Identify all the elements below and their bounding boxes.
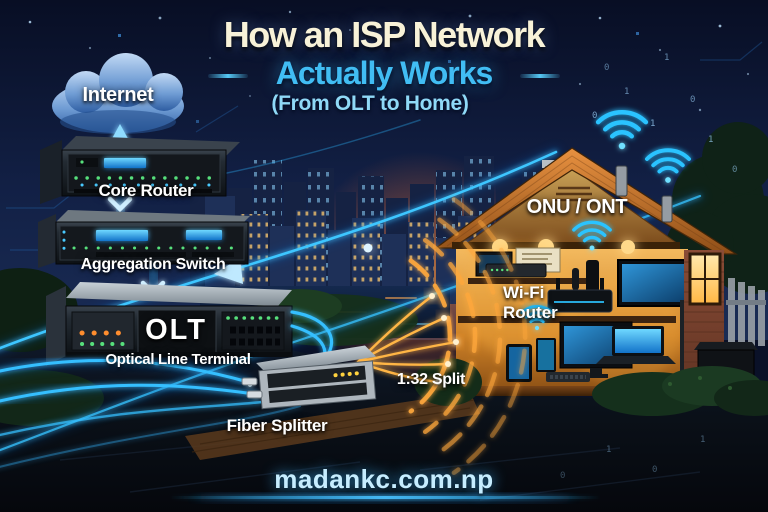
- website-footer: madankc.com.np: [274, 464, 494, 494]
- svg-text:0: 0: [652, 465, 657, 475]
- fiber-cables: [0, 310, 334, 468]
- fence: [726, 278, 766, 346]
- house: [414, 147, 768, 416]
- wifi-router-label: Wi-Fi Router: [503, 283, 558, 324]
- aggregation-switch-label: Aggregation Switch: [80, 256, 226, 273]
- svg-text:1: 1: [624, 87, 629, 97]
- core-router-device: [40, 136, 240, 204]
- svg-text:1: 1: [664, 53, 669, 63]
- bushes-right: [592, 366, 768, 416]
- gable-vent: [555, 186, 593, 202]
- aggregation-switch-device: [38, 210, 250, 268]
- stick-router-device: [586, 260, 599, 294]
- olt-device: [46, 282, 293, 366]
- fiber-splitter-device: [256, 345, 377, 410]
- roof-antenna: [661, 195, 673, 223]
- binary-rain: 0 1 1 0 1 0 1 0 1 0 1 0: [560, 53, 737, 481]
- title-line2: Actually Works: [275, 55, 494, 91]
- fiber-plug: [241, 377, 258, 386]
- svg-text:1: 1: [606, 445, 611, 455]
- title-dash-left: [208, 74, 248, 78]
- home-devices: [456, 247, 695, 396]
- pavement-lines: [59, 439, 701, 501]
- onu-ont-label: ONU / ONT: [526, 196, 628, 218]
- line-flare: [363, 243, 373, 253]
- split-ratio-label: 1:32 Split: [396, 371, 466, 388]
- title-line1: How an ISP Network: [223, 14, 546, 55]
- fiber-plug: [246, 390, 263, 399]
- svg-text:0: 0: [604, 63, 609, 73]
- svg-text:1: 1: [650, 119, 655, 129]
- svg-text:0: 0: [592, 111, 597, 121]
- svg-text:0: 0: [732, 165, 737, 175]
- deck-planks: [191, 399, 475, 453]
- svg-text:0: 0: [690, 95, 695, 105]
- optical-line-terminal-label: Optical Line Terminal: [105, 351, 251, 368]
- svg-text:0: 0: [560, 471, 565, 481]
- wifi-router-label-line2: Router: [503, 303, 558, 323]
- downspout: [680, 300, 684, 396]
- wifi-router-label-line1: Wi-Fi: [503, 283, 545, 302]
- onu-modem-device: [485, 263, 547, 278]
- title-dash-right: [520, 74, 560, 78]
- internet-label: Internet: [82, 84, 154, 106]
- olt-label: OLT: [145, 314, 207, 346]
- fiber-endpoints: [425, 289, 463, 389]
- stars: [28, 10, 750, 123]
- roof-antenna: [615, 165, 628, 197]
- wooden-deck: [185, 392, 480, 460]
- antenna-device: [572, 268, 579, 290]
- core-router-label: Core Router: [98, 181, 194, 200]
- svg-text:1: 1: [708, 135, 713, 145]
- title-line3: (From OLT to Home): [271, 92, 469, 115]
- internet-cloud: [52, 53, 184, 152]
- svg-text:1: 1: [700, 435, 705, 445]
- fiber-splitter-label: Fiber Splitter: [226, 416, 328, 435]
- router-to-switch-link: [107, 196, 133, 216]
